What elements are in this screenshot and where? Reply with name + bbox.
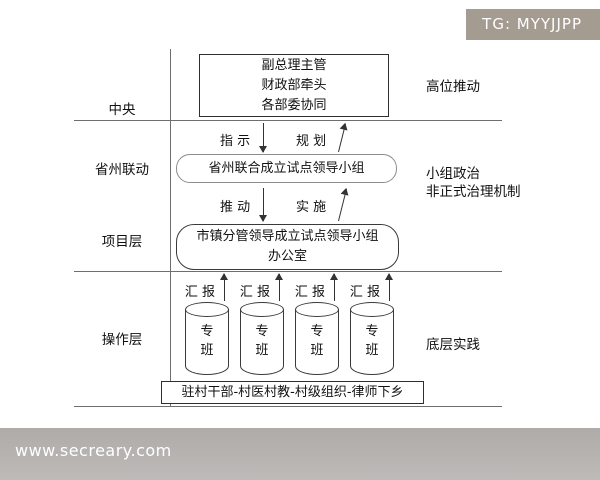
cylinder-top-ellipse [350, 302, 394, 317]
town-office-box-line: 办公室 [267, 249, 307, 264]
arrowhead-up-icon [340, 186, 351, 196]
central-gov-box-line: 财政部牵头 [261, 77, 327, 93]
cylinder-body [295, 309, 339, 375]
layer-label-project: 项目层 [101, 234, 143, 250]
town-office-box: 市镇分管领导成立试点领导小组 办公室 [176, 224, 399, 270]
special-team-label: 专 班 [185, 322, 229, 360]
special-team-label: 专 班 [295, 322, 339, 360]
central-gov-box: 副总理主管 财政部牵头 各部委协同 [199, 54, 389, 117]
report-label: 汇 报 [184, 285, 216, 300]
bottom-watermark-bar: www.secreary.com [0, 428, 600, 480]
cylinder-body [185, 309, 229, 375]
arrowhead-up-icon [385, 273, 394, 280]
watermark-site-text: www.secreary.com [15, 441, 172, 460]
report-up-arrow [330, 273, 339, 301]
arrowhead-up-icon [275, 273, 284, 280]
implement-label: 实 施 [296, 200, 327, 215]
report-up-arrow [220, 273, 229, 301]
layer-axis-line [170, 49, 171, 406]
cylinder-body [240, 309, 284, 375]
cylinder-top-ellipse [240, 302, 284, 317]
annotation-informal-mechanism: 非正式治理机制 [426, 184, 521, 200]
report-up-arrow [385, 273, 394, 301]
plan-up-arrow [338, 121, 350, 153]
special-team-cylinder: 专 班 [185, 302, 229, 375]
grassroots-box: 驻村干部-村医村教-村级组织-律师下乡 [161, 381, 424, 404]
layer-label-province: 省州联动 [95, 162, 149, 178]
cylinder-body [350, 309, 394, 375]
report-up-arrow [275, 273, 284, 301]
watermark-tg-badge: TG: MYYJJPP [466, 9, 600, 40]
arrowhead-down-icon [259, 146, 268, 153]
cylinder-char: 班 [200, 343, 214, 358]
special-team-cylinder: 专 班 [350, 302, 394, 375]
special-team-cylinder: 专 班 [295, 302, 339, 375]
layer-label-central: 中央 [108, 102, 136, 118]
arrowhead-up-icon [220, 273, 229, 280]
province-joint-group-label: 省州联合成立试点领导小组 [208, 160, 365, 176]
cylinder-char: 专 [200, 324, 214, 339]
cylinder-top-ellipse [185, 302, 229, 317]
grassroots-box-label: 驻村干部-村医村教-村级组织-律师下乡 [181, 384, 404, 400]
special-team-cylinder: 专 班 [240, 302, 284, 375]
implement-up-arrow [338, 186, 351, 222]
plan-label: 规 划 [296, 134, 327, 149]
annotation-group-politics: 小组政治 [426, 166, 480, 182]
layer-divider-2 [74, 271, 502, 272]
instruct-down-arrow [259, 123, 268, 153]
arrowhead-up-icon [340, 121, 350, 131]
instruct-label: 指 示 [220, 134, 251, 149]
cylinder-char: 专 [255, 324, 269, 339]
layer-divider-3 [74, 406, 502, 407]
central-gov-box-line: 各部委协同 [261, 97, 327, 113]
annotation-grassroots-practice: 底层实践 [426, 337, 480, 353]
cylinder-char: 专 [365, 324, 379, 339]
report-label: 汇 报 [349, 285, 381, 300]
arrowhead-down-icon [259, 215, 268, 222]
annotation-high-level-push: 高位推动 [426, 79, 480, 95]
push-down-arrow [259, 188, 268, 222]
cylinder-char: 班 [255, 343, 269, 358]
arrowhead-up-icon [330, 273, 339, 280]
cylinder-char: 班 [310, 343, 324, 358]
special-team-label: 专 班 [350, 322, 394, 360]
report-label: 汇 报 [294, 285, 326, 300]
cylinder-char: 专 [310, 324, 324, 339]
central-gov-box-line: 副总理主管 [261, 57, 327, 73]
cylinder-char: 班 [365, 343, 379, 358]
layer-divider-1 [74, 120, 502, 121]
push-label: 推 动 [220, 200, 251, 215]
cylinder-top-ellipse [295, 302, 339, 317]
special-team-label: 专 班 [240, 322, 284, 360]
report-label: 汇 报 [239, 285, 271, 300]
province-joint-group-box: 省州联合成立试点领导小组 [176, 154, 397, 183]
town-office-box-line: 市镇分管领导成立试点领导小组 [196, 229, 379, 244]
layer-label-operation: 操作层 [101, 332, 143, 348]
